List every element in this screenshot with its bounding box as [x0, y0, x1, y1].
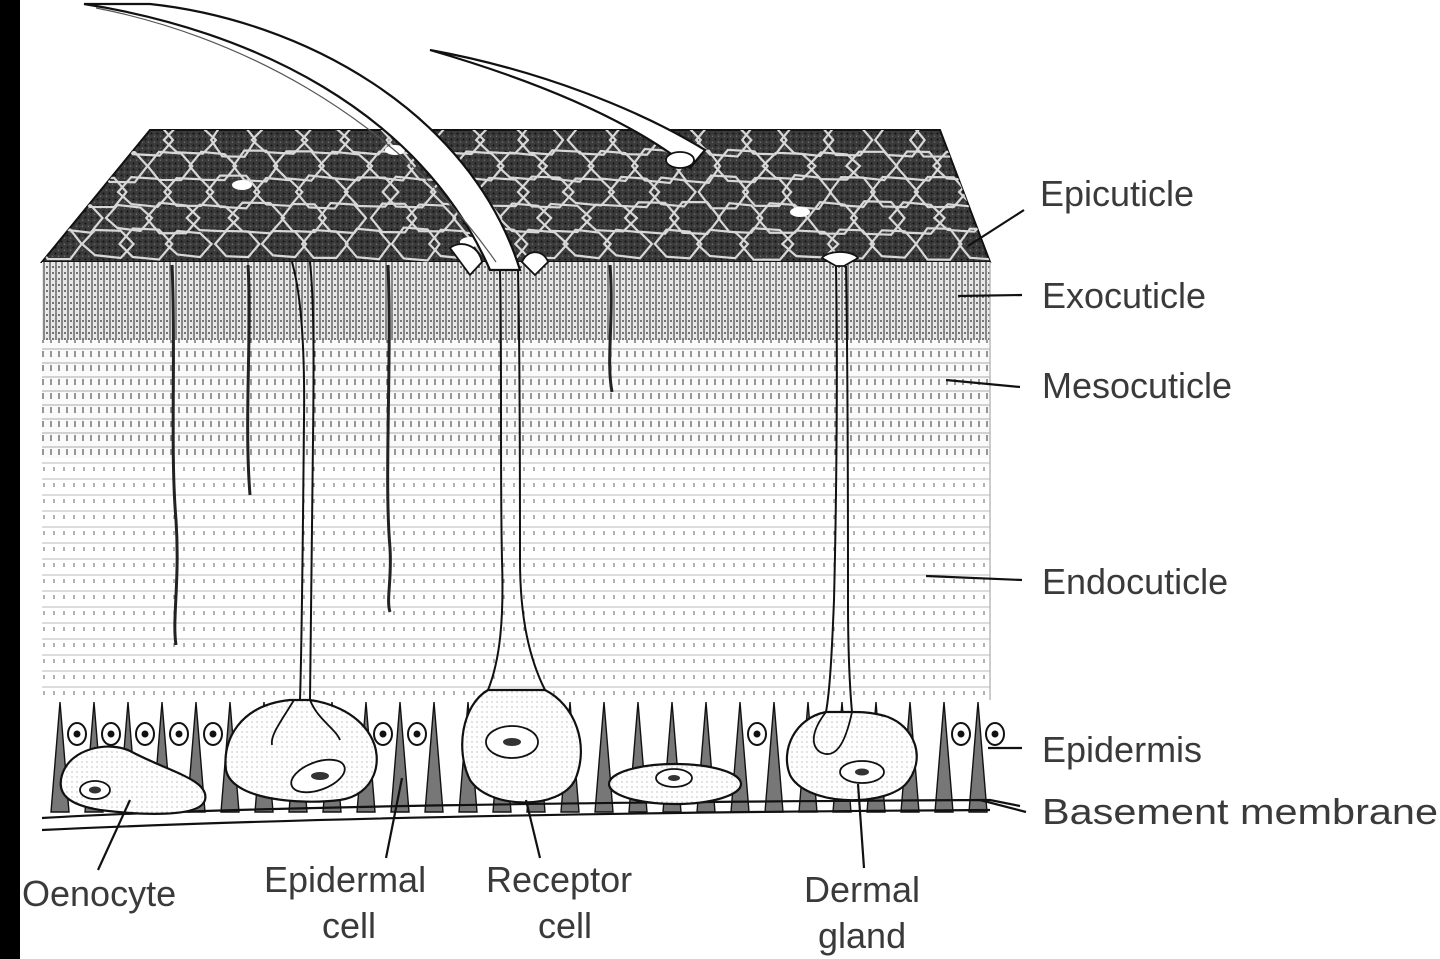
nucleolus: [143, 732, 148, 737]
label-exocuticle: Exocuticle: [1042, 275, 1206, 316]
label-dermal-gland-line1: Dermal: [804, 869, 920, 910]
label-oenocyte: Oenocyte: [22, 873, 176, 914]
label-epicuticle: Epicuticle: [1040, 173, 1194, 214]
surface-pore: [790, 207, 810, 217]
cell-labels: Oenocyte Epidermal cell Receptor cell De…: [22, 859, 920, 956]
nucleolus: [177, 732, 182, 737]
nucleolus: [381, 732, 386, 737]
label-endocuticle: Endocuticle: [1042, 561, 1228, 602]
epicuticle-plate: [955, 124, 1007, 156]
label-basement-membrane: Basement membrane: [1042, 791, 1438, 832]
label-epidermis: Epidermis: [1042, 729, 1202, 770]
label-mesocuticle: Mesocuticle: [1042, 365, 1232, 406]
epicuticle-plate: [35, 127, 86, 154]
nucleolus: [755, 732, 760, 737]
epicuticle-plate: [53, 152, 107, 179]
label-epidermal-cell-line2: cell: [322, 905, 376, 946]
label-dermal-gland-line2: gland: [818, 915, 906, 956]
nucleolus: [993, 732, 998, 737]
epicuticle-plate: [978, 152, 1032, 179]
label-receptor-cell-line2: cell: [538, 905, 592, 946]
nucleolus: [109, 732, 114, 737]
nucleolus: [211, 732, 216, 737]
layer-labels: Epicuticle Exocuticle Mesocuticle Endocu…: [1040, 173, 1438, 832]
nucleolus: [415, 732, 420, 737]
epicuticle-plate: [983, 202, 1031, 233]
epicuticle-plate: [82, 123, 127, 156]
label-receptor-cell-line1: Receptor: [486, 859, 632, 900]
epicuticle-plate: [38, 179, 89, 206]
epicuticle-layer: [35, 123, 1033, 262]
epicuticle-plate: [959, 179, 1009, 205]
flattened-cell: [609, 764, 741, 804]
surface-pore: [232, 180, 252, 190]
label-epidermal-cell-line1: Epidermal: [264, 859, 426, 900]
nucleolus: [75, 732, 80, 737]
nucleolus: [959, 732, 964, 737]
